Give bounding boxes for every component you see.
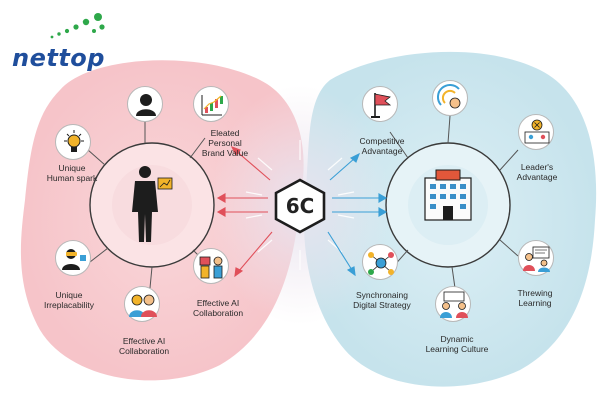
label-text: Dynamic Learning Culture: [425, 334, 489, 354]
label-text: Effective AI Collaboration: [192, 298, 244, 318]
label-digital-strategy: Synchronaing Digital Strategy: [336, 290, 428, 310]
label-text: Unique Irreplacability: [43, 290, 95, 310]
label-text: Effective AI Collaboration: [118, 336, 170, 356]
brand-logo: nettop: [12, 10, 132, 72]
hexagon-shape: [274, 178, 326, 234]
target-person-icon: [432, 80, 468, 116]
left-arrows: [216, 145, 273, 278]
logo-dots-icon: [50, 13, 105, 39]
leader-board-icon: [518, 114, 554, 150]
flag-icon: [362, 86, 398, 122]
network-hub-icon: [362, 244, 398, 280]
label-text: Synchronaing Digital Strategy: [353, 290, 411, 310]
two-people-icon: [124, 286, 160, 322]
label-irreplacability: Unique Irreplacability: [28, 290, 110, 310]
label-text: Unique Human spark: [46, 163, 98, 183]
right-arrows: [327, 152, 388, 277]
person-silhouette-icon: [127, 86, 163, 122]
label-competitive-advantage: Competitive Advantage: [342, 136, 422, 156]
label-text: Eleated Personal Brand Value: [201, 128, 249, 158]
teacher-board-icon: [518, 240, 554, 276]
label-threwing-learning: Threwing Learning: [500, 288, 570, 308]
label-text: Competitive Advantage: [359, 136, 405, 156]
office-building-icon: [424, 169, 472, 221]
label-human-spark: Unique Human spark: [32, 163, 112, 183]
label-ai-collaboration-1: Effective AI Collaboration: [104, 336, 184, 356]
vr-headset-person-icon: [55, 240, 91, 276]
label-brand-value: Eleated Personal Brand Value: [190, 128, 260, 158]
label-leaders-advantage: Leader's Advantage: [502, 162, 572, 182]
label-ai-collaboration-2: Effective AI Collaboration: [178, 298, 258, 318]
hub-hexagon: 6C: [272, 178, 328, 234]
brand-name: nettop: [12, 44, 105, 72]
candlestick-chart-icon: [193, 86, 229, 122]
label-dynamic-learning-culture: Dynamic Learning Culture: [412, 334, 502, 354]
label-text: Threwing Learning: [517, 288, 553, 308]
hub-label: 6C: [285, 194, 315, 218]
robot-human-icon: [193, 248, 229, 284]
label-text: Leader's Advantage: [516, 162, 558, 182]
team-meeting-icon: [435, 286, 471, 322]
businessman-icon: [132, 166, 173, 242]
lightbulb-icon: [55, 124, 91, 160]
